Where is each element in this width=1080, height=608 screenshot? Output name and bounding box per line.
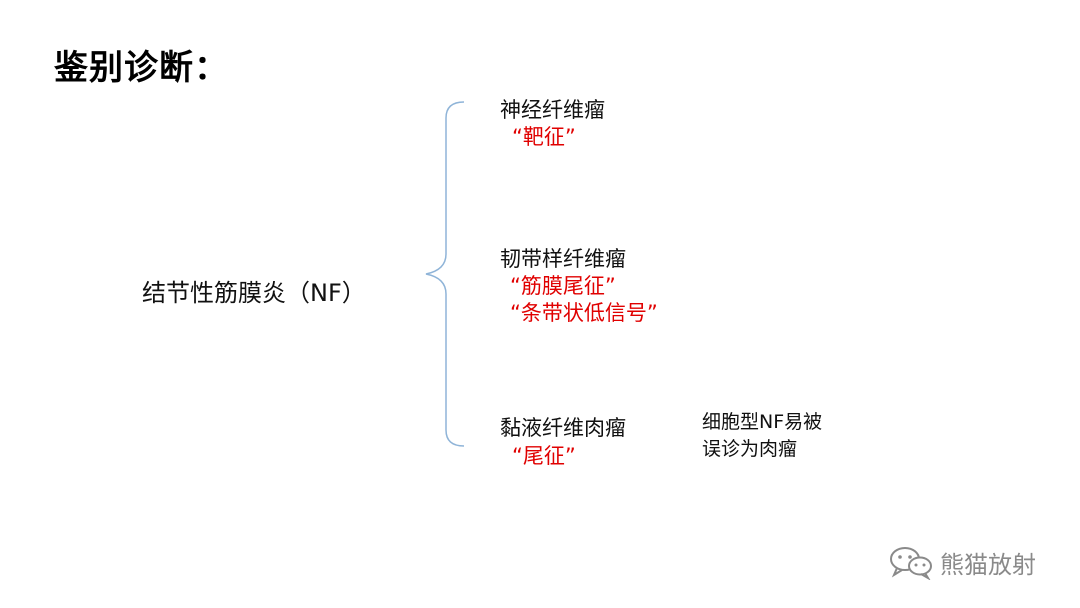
watermark: 熊猫放射 [888, 544, 1036, 580]
group-2-name: 韧带样纤维瘤 [500, 247, 626, 271]
group-2-sign-2: “条带状低信号” [510, 301, 658, 325]
group-3-name: 黏液纤维肉瘤 [500, 416, 626, 440]
group-1-sign-1: “靶征” [512, 125, 576, 149]
page-title: 鉴别诊断： [54, 48, 229, 88]
group-3-sign-1: “尾征” [512, 444, 576, 468]
curly-brace [425, 101, 465, 447]
note-line-2: 误诊为肉瘤 [702, 438, 798, 460]
note-line-1: 细胞型NF易被 [702, 411, 823, 433]
group-2-sign-1: “筋膜尾征” [510, 274, 616, 298]
main-term: 结节性筋膜炎（NF） [142, 279, 366, 307]
wechat-icon [890, 547, 932, 580]
group-1-name: 神经纤维瘤 [500, 98, 605, 122]
watermark-text: 熊猫放射 [940, 550, 1036, 579]
